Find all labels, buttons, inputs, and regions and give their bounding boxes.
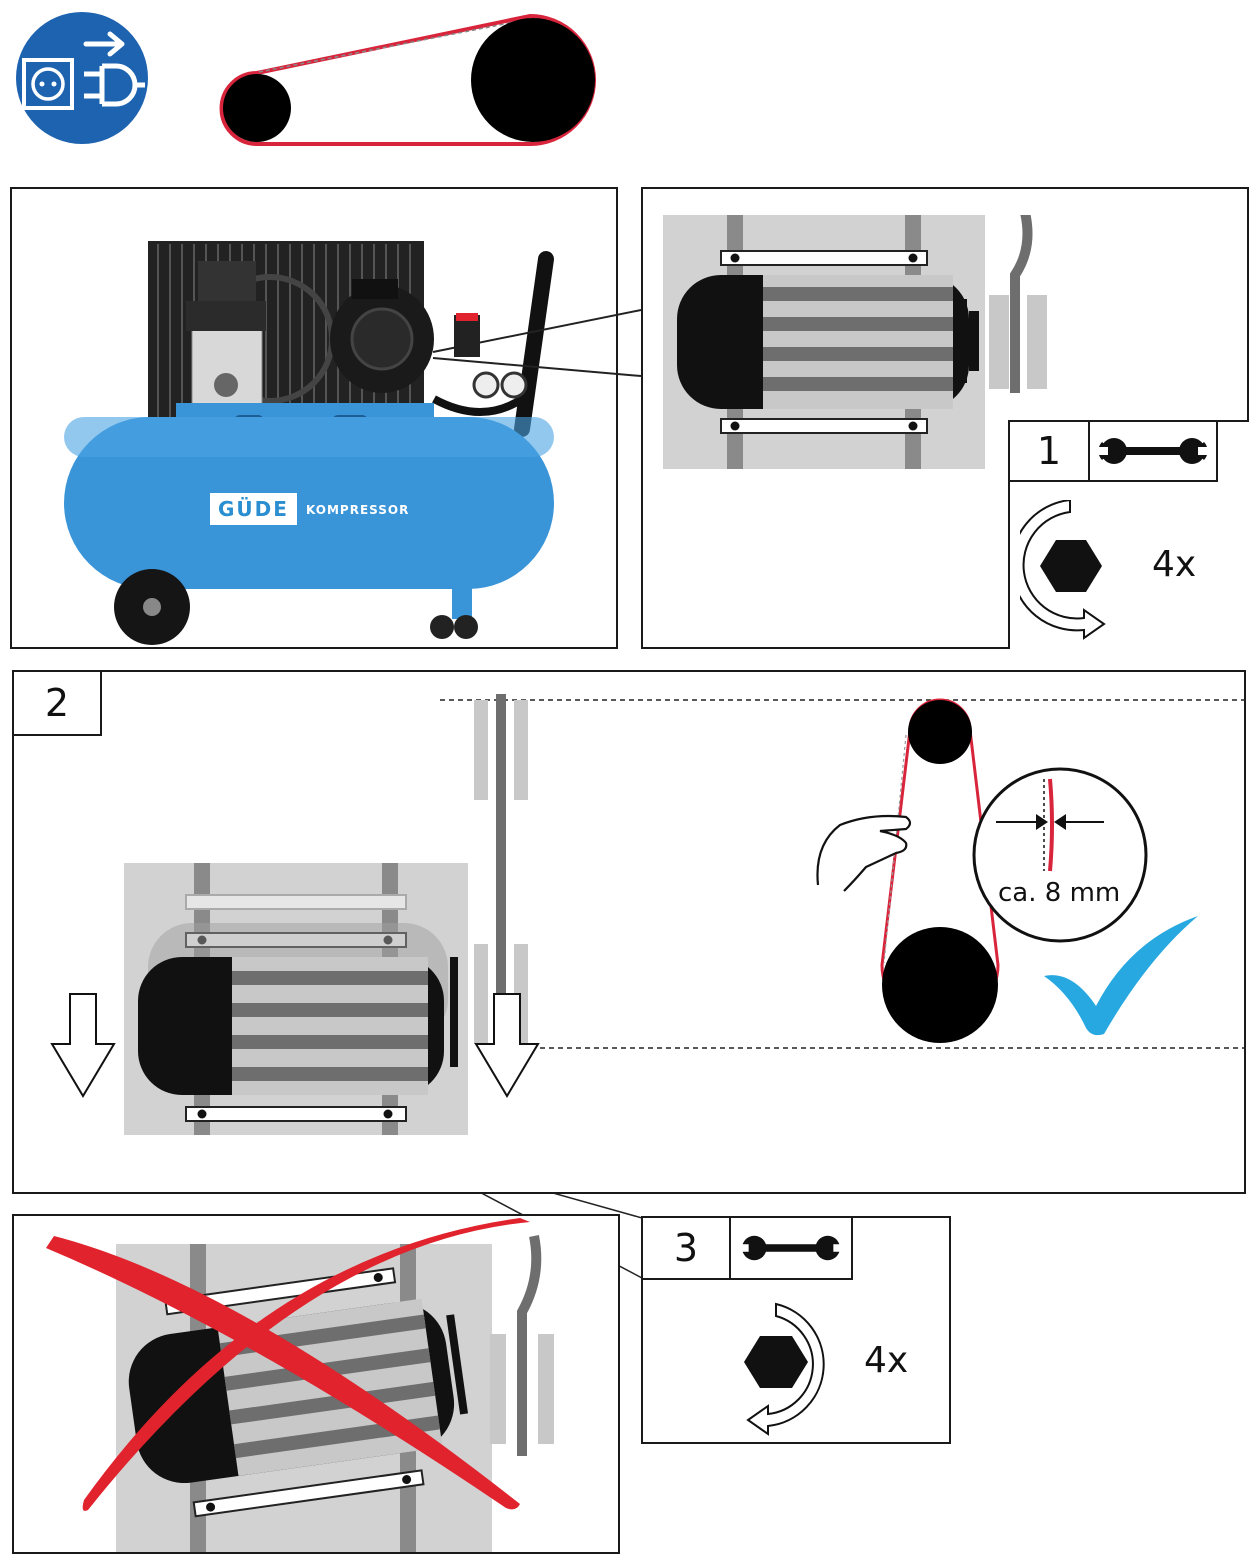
compressor-illustration xyxy=(64,241,554,645)
move-down-arrow-left xyxy=(50,993,116,1098)
step2-number: 2 xyxy=(12,670,102,736)
step1-number: 1 xyxy=(1008,420,1090,482)
rotate-tighten-icon xyxy=(744,1302,825,1436)
rotate-loosen-icon xyxy=(1020,500,1106,640)
step3-number: 3 xyxy=(641,1216,731,1280)
brand-logo: GÜDE xyxy=(210,493,297,525)
cross-out-icon xyxy=(46,1218,530,1511)
dashed-guide-lines xyxy=(440,699,1246,1049)
wrench-icon xyxy=(739,1235,843,1261)
belt-tension-check xyxy=(816,698,1148,1043)
step3-tool xyxy=(729,1216,853,1280)
product-label: KOMPRESSOR xyxy=(306,503,410,517)
wrench-icon xyxy=(1098,438,1208,464)
tension-measure-label: ca. 8 mm xyxy=(998,878,1121,908)
step1-count: 4x xyxy=(1152,544,1197,585)
motor-top-view-adjust xyxy=(124,863,468,1135)
compressor-panel: GÜDE KOMPRESSOR xyxy=(10,187,618,649)
belt-drive-diagram xyxy=(219,13,596,146)
move-down-arrow-right xyxy=(474,993,540,1098)
unplug-mains-sign-icon xyxy=(16,12,148,144)
checkmark-icon xyxy=(1044,916,1198,1036)
step1-tool xyxy=(1088,420,1218,482)
motor-top-view xyxy=(663,215,1047,469)
step3-count: 4x xyxy=(864,1340,909,1381)
